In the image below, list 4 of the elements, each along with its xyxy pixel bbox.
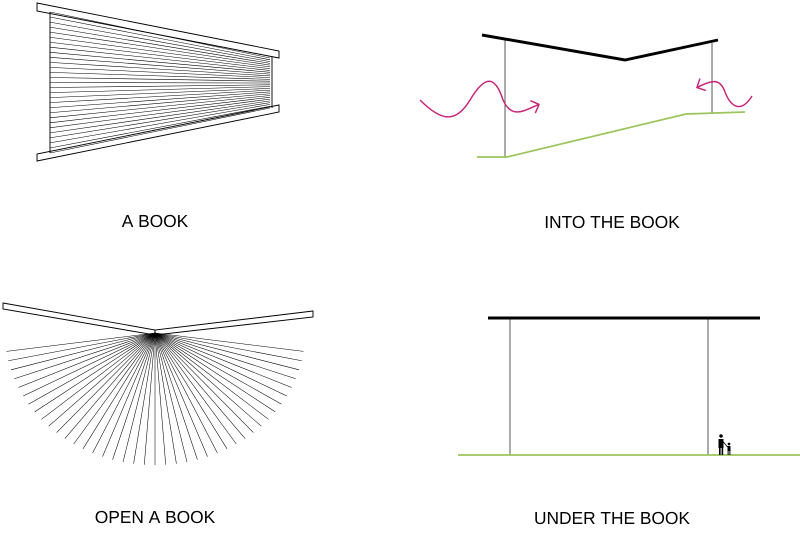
caption: OPEN A BOOK bbox=[96, 510, 215, 524]
caption: UNDER THE BOOK bbox=[535, 512, 690, 524]
caption: INTO THE BOOK bbox=[546, 216, 680, 228]
caption: A BOOK bbox=[122, 214, 188, 228]
